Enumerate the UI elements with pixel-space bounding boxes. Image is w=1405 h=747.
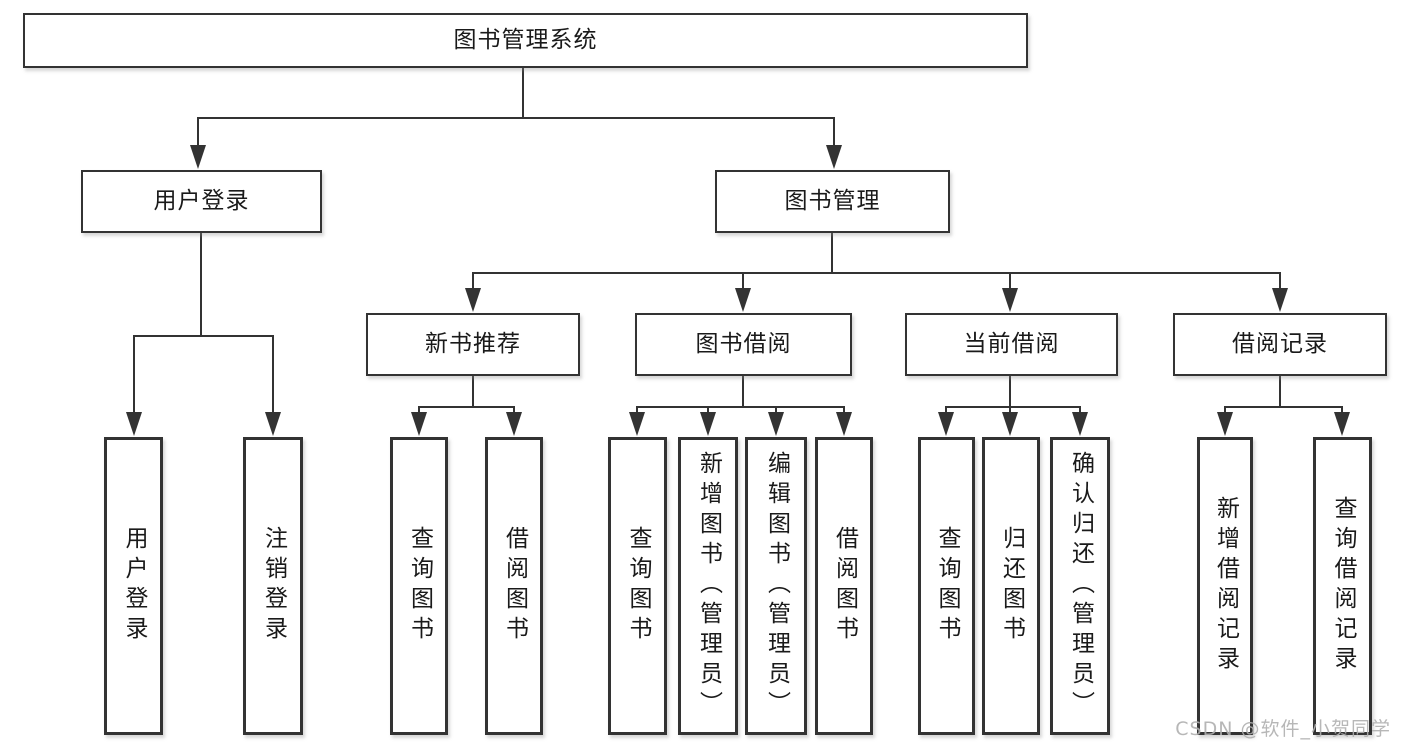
leaf-label: 新增图书（管理员） [695, 451, 722, 721]
node-label: 当前借阅 [963, 330, 1060, 357]
arrowheads [126, 145, 1350, 436]
leaf-user-login: 用户登录 [104, 437, 163, 735]
node-label: 图书借阅 [695, 330, 792, 357]
node-label: 新书推荐 [425, 330, 521, 357]
leaf-add-books-admin: 新增图书（管理员） [678, 437, 738, 735]
leaf-label: 新增借阅记录 [1212, 496, 1239, 676]
leaf-label: 借阅图书 [501, 526, 528, 646]
node-new-book-recommendation: 新书推荐 [366, 313, 580, 376]
leaf-logout: 注销登录 [243, 437, 303, 735]
node-borrowing-records: 借阅记录 [1173, 313, 1387, 376]
leaf-label: 用户登录 [121, 526, 147, 646]
leaf-label: 归还图书 [998, 526, 1025, 646]
leaf-add-borrow-record: 新增借阅记录 [1197, 437, 1253, 735]
leaf-label: 查询图书 [934, 526, 960, 646]
leaf-query-books: 查询图书 [608, 437, 667, 735]
leaf-confirm-return-admin: 确认归还（管理员） [1050, 437, 1110, 735]
leaf-label: 查询借阅记录 [1330, 496, 1356, 676]
leaf-return-books: 归还图书 [982, 437, 1040, 735]
node-current-borrowing: 当前借阅 [905, 313, 1118, 376]
leaf-edit-books-admin: 编辑图书（管理员） [745, 437, 807, 735]
node-library-management-system: 图书管理系统 [23, 13, 1028, 68]
node-label: 图书管理 [784, 187, 881, 214]
node-label: 借阅记录 [1232, 330, 1328, 357]
leaf-label: 查询图书 [406, 526, 433, 646]
leaf-label: 确认归还（管理员） [1067, 451, 1094, 721]
leaf-query-borrow-record: 查询借阅记录 [1313, 437, 1372, 735]
leaf-label: 编辑图书（管理员） [763, 451, 790, 721]
leaf-label: 注销登录 [260, 526, 287, 646]
node-user-login-branch: 用户登录 [81, 170, 322, 233]
node-book-borrowing: 图书借阅 [635, 313, 852, 376]
leaf-label: 借阅图书 [831, 526, 858, 646]
node-label: 图书管理系统 [453, 26, 598, 53]
leaf-borrow-books: 借阅图书 [815, 437, 873, 735]
csdn-watermark: CSDN @软件_小贺同学 [1175, 718, 1391, 740]
leaf-query-books-new: 查询图书 [390, 437, 448, 735]
node-label: 用户登录 [153, 187, 250, 214]
leaf-label: 查询图书 [625, 526, 651, 646]
leaf-query-books-current: 查询图书 [918, 437, 975, 735]
leaf-borrow-books-new: 借阅图书 [485, 437, 543, 735]
node-book-management-branch: 图书管理 [715, 170, 950, 233]
